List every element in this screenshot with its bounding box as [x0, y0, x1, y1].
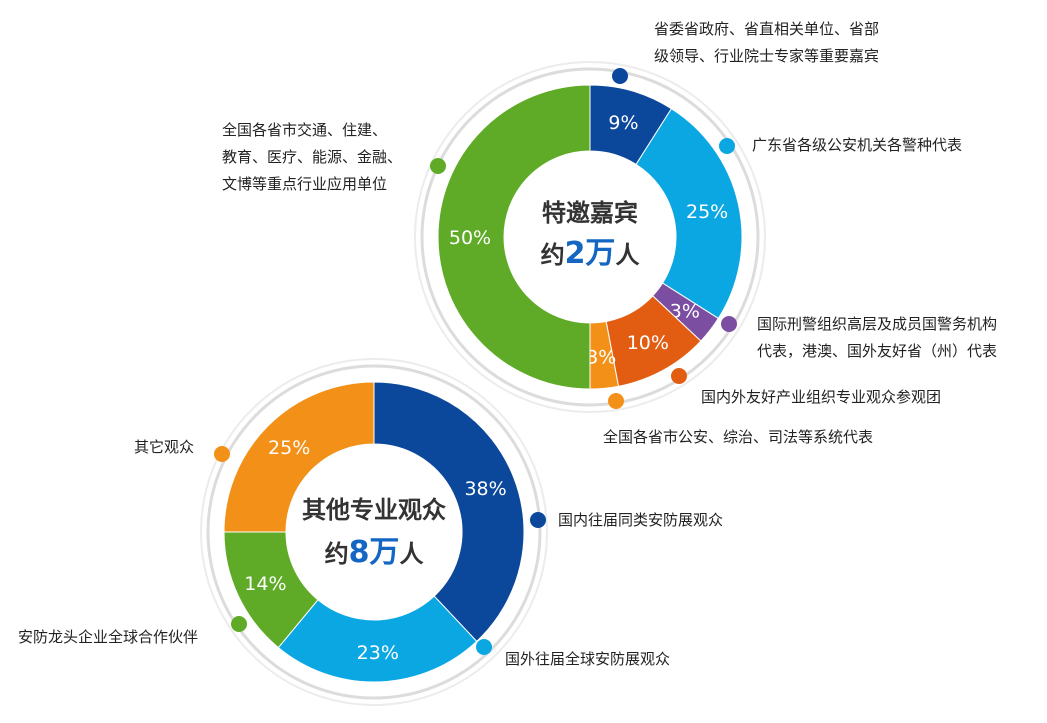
c1-outer-ring	[414, 61, 766, 413]
label-c1-red: 国内外友好产业组织专业观众参观团	[701, 388, 942, 406]
label-c2-lightblue: 国外往届全球安防展观众	[505, 650, 671, 668]
label-c1-lightblue: 广东省各级公安机关各警种代表	[752, 136, 963, 154]
c1-dot-green	[430, 158, 446, 174]
c2-slice-navy	[373, 381, 525, 643]
c1-center-title: 特邀嘉宾	[542, 199, 638, 227]
c1-center-count: 约2万人	[541, 236, 640, 271]
c1-dot-lightblue	[719, 138, 735, 154]
c1-pct-red: 10%	[627, 332, 669, 354]
c1-pct-green: 50%	[449, 227, 491, 249]
label-c2-green: 安防龙头企业全球合作伙伴	[18, 628, 199, 646]
c1-dot-purple	[721, 316, 737, 332]
c1-dot-orange	[608, 393, 624, 409]
label-c2-navy: 国内往届同类安防展观众	[558, 511, 724, 529]
c2-outer-ring	[200, 358, 548, 706]
c2-pct-lightblue: 23%	[357, 642, 399, 664]
c2-pct-navy: 38%	[464, 478, 506, 500]
c1-inner-ring	[420, 67, 760, 407]
c2-dot-orange	[214, 446, 230, 462]
c1-center-disc	[506, 153, 674, 321]
c1-pct-navy: 9%	[608, 112, 638, 134]
label-c1-orange: 全国各省市公安、综治、司法等系统代表	[603, 428, 874, 446]
c2-dot-navy	[530, 512, 546, 528]
c2-inner-ring	[206, 364, 542, 700]
c1-slice-green	[437, 84, 591, 390]
c1-pct-purple: 3%	[670, 301, 700, 323]
label-c1-purple: 国际刑警组织高层及成员国警务机构 代表，港澳、国外友好省（州）代表	[757, 315, 998, 360]
label-c1-navy: 省委省政府、省直相关单位、省部 级领导、行业院士专家等重要嘉宾	[654, 20, 880, 65]
c1-dot-red	[671, 368, 687, 384]
c2-dot-lightblue	[476, 639, 492, 655]
c2-center-disc	[288, 446, 460, 618]
c1-dot-navy	[612, 68, 628, 84]
c1-pct-lightblue: 25%	[686, 201, 728, 223]
c1-slice-lightblue	[635, 107, 743, 320]
c2-center-title: 其他专业观众	[302, 496, 446, 524]
label-c2-orange: 其它观众	[134, 438, 195, 456]
c2-slice-lightblue	[277, 595, 478, 683]
c2-center-count: 约8万人	[325, 535, 424, 570]
c2-pct-green: 14%	[244, 573, 286, 595]
c1-pct-orange: 3%	[586, 346, 616, 368]
label-c1-green: 全国各省市交通、住建、 教育、医疗、能源、金融、 文博等重点行业应用单位	[222, 121, 403, 193]
c2-slice-orange	[223, 381, 375, 533]
c2-dot-green	[231, 616, 247, 632]
c2-pct-orange: 25%	[268, 437, 310, 459]
